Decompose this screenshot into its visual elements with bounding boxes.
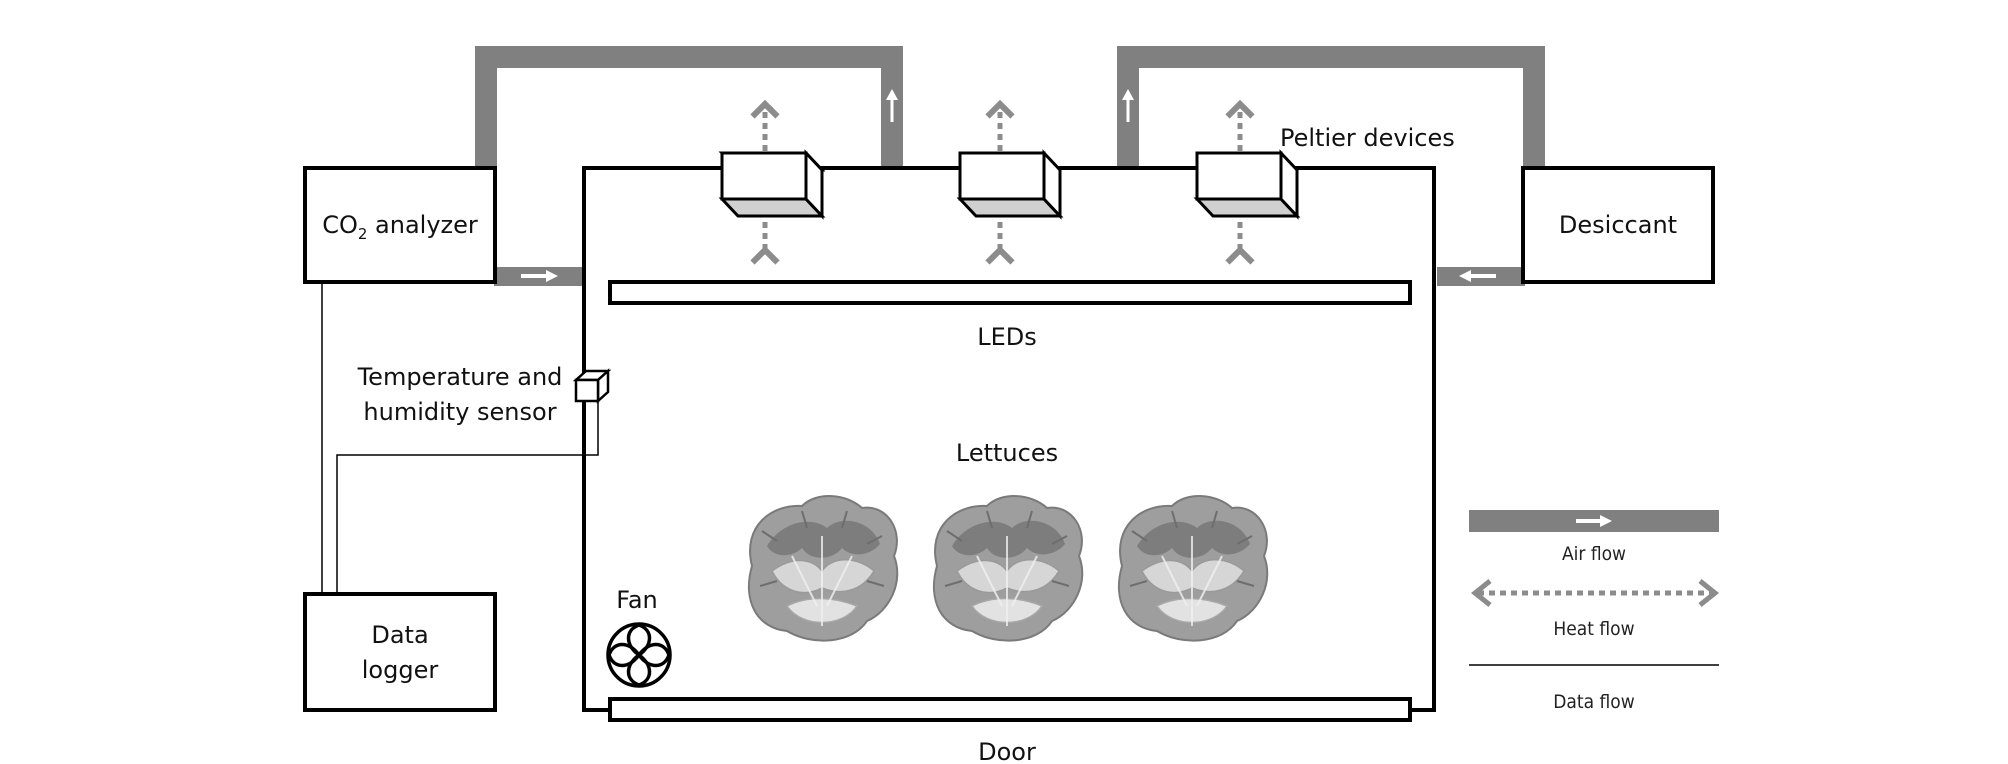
legend-air-flow-label: Air flow [1562, 543, 1626, 565]
legend: Air flow Heat flow Data flow [1469, 510, 1720, 713]
fan-icon [606, 622, 672, 688]
peltier-devices-label: Peltier devices [1280, 124, 1455, 152]
legend-data-flow-label: Data flow [1553, 691, 1634, 713]
data-flow-wires [321, 284, 599, 594]
temperature-humidity-sensor [572, 368, 612, 404]
air-flow-arrow-up-right [1122, 89, 1134, 122]
legend-data-flow: Data flow [1469, 664, 1719, 713]
legend-air-flow: Air flow [1469, 510, 1719, 565]
heat-flow-arrows [750, 99, 1255, 265]
co2-analyzer-label: CO2 analyzer [322, 211, 478, 243]
air-flow-arrow-left [1459, 270, 1496, 282]
desiccant: Desiccant [1521, 166, 1715, 284]
lettuces-label: Lettuces [956, 439, 1058, 467]
led-panel [608, 280, 1412, 305]
peltier-device-3 [1193, 149, 1301, 220]
door-label: Door [978, 738, 1036, 764]
legend-heat-flow: Heat flow [1470, 579, 1720, 640]
fan-label: Fan [616, 586, 658, 614]
door [608, 697, 1412, 722]
leds-label: LEDs [977, 323, 1037, 351]
peltier-device-2 [956, 149, 1064, 220]
sensor-label-line2: humidity sensor [363, 398, 556, 426]
desiccant-label: Desiccant [1559, 211, 1677, 239]
data-logger: Data logger [303, 592, 497, 712]
data-logger-label-line1: Data [371, 621, 428, 649]
air-flow-arrow-right [521, 270, 558, 282]
sensor-label-line1: Temperature and [357, 363, 563, 391]
legend-heat-flow-label: Heat flow [1553, 618, 1634, 640]
co2-analyzer: CO2 analyzer [303, 166, 497, 284]
air-flow-arrow-up-left [886, 89, 898, 122]
data-logger-label-line2: logger [362, 656, 439, 684]
peltier-device-1 [718, 149, 826, 220]
